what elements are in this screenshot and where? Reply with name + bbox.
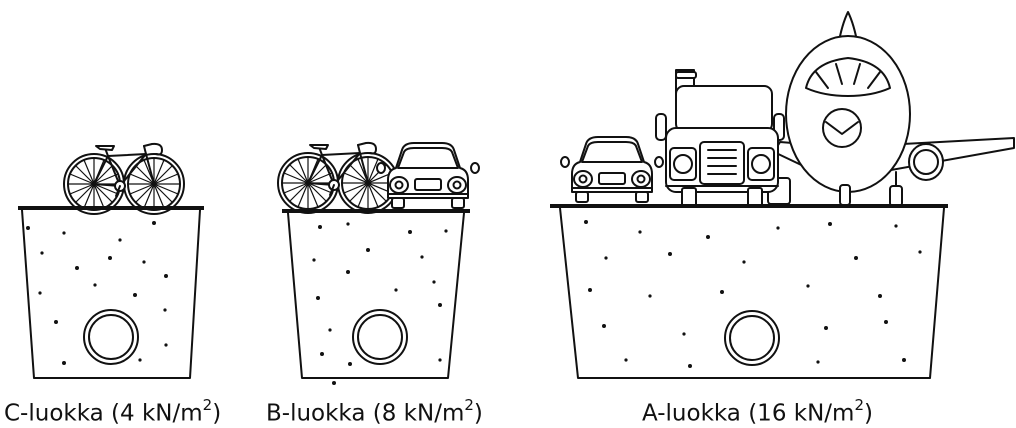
caption-text: A-luokka (16 kN/m xyxy=(642,400,855,427)
caption-b-class: B-luokka (8 kN/m2) xyxy=(266,398,483,427)
car-icon xyxy=(560,136,664,203)
soil-particles xyxy=(312,222,448,385)
caption-a-class: A-luokka (16 kN/m2) xyxy=(642,398,873,427)
truck-icon xyxy=(655,69,785,207)
airplane-icon xyxy=(767,11,1015,207)
pipe-icon xyxy=(352,309,408,365)
panel-c xyxy=(18,142,204,379)
caption-exponent: 2 xyxy=(202,396,213,414)
panel-a xyxy=(550,11,1015,379)
pipe-icon xyxy=(724,310,780,366)
pipe-icon xyxy=(83,309,139,365)
caption-text: B-luokka (8 kN/m xyxy=(266,400,465,427)
car-icon xyxy=(376,142,480,209)
soil-particles xyxy=(26,221,168,365)
caption-exponent: 2 xyxy=(854,396,864,414)
soil-cross-section xyxy=(287,212,465,379)
soil-particles xyxy=(584,220,922,368)
caption-close: ) xyxy=(863,400,873,427)
caption-close: ) xyxy=(473,400,483,427)
caption-text: C-luokka (4 kN/m xyxy=(4,400,203,427)
caption-exponent: 2 xyxy=(464,396,474,414)
panel-b xyxy=(277,141,480,385)
bicycle-icon xyxy=(63,142,185,215)
soil-cross-section xyxy=(559,207,945,379)
soil-cross-section xyxy=(21,209,201,379)
caption-c-class: C-luokka (4 kN/m2) xyxy=(4,398,222,427)
bicycle-icon xyxy=(277,141,399,214)
caption-close: ) xyxy=(212,400,222,427)
